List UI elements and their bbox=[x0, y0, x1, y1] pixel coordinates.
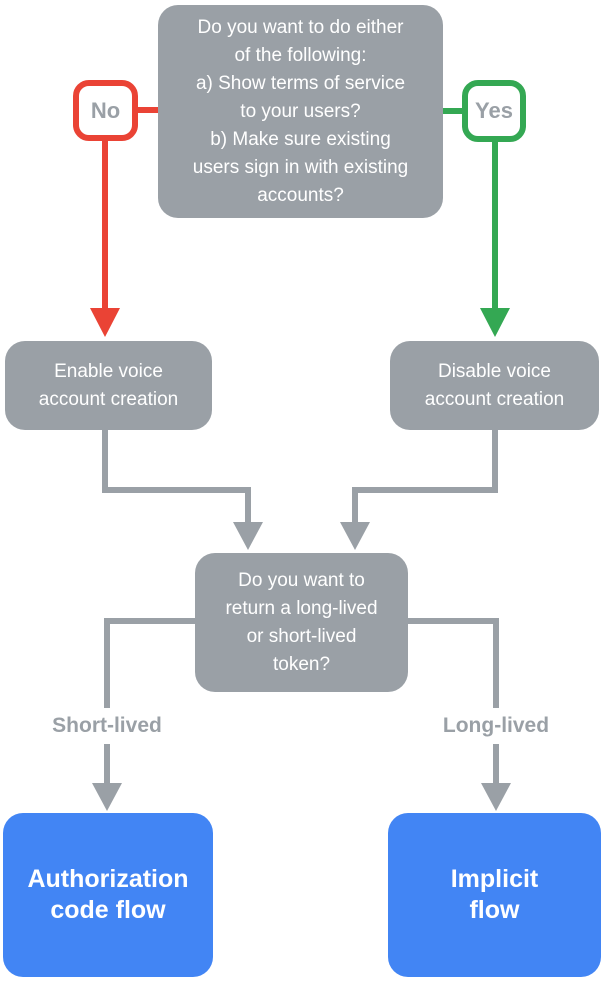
disable-connector-vertical-2 bbox=[352, 487, 358, 522]
node-disable-voice-account-creation: Disable voice account creation bbox=[390, 341, 599, 430]
red-arrow-down-icon bbox=[90, 308, 120, 337]
no-branch-horizontal-line bbox=[138, 107, 158, 113]
disable-connector-horizontal bbox=[352, 487, 498, 493]
short-lived-connector-horizontal bbox=[104, 618, 195, 624]
gray-arrow-down-icon bbox=[481, 783, 511, 811]
gray-arrow-down-icon bbox=[92, 783, 122, 811]
short-lived-connector-vertical bbox=[104, 618, 110, 783]
node-enable-voice-account-creation: Enable voice account creation bbox=[5, 341, 212, 430]
yes-badge: Yes bbox=[462, 80, 526, 142]
gray-arrow-down-icon bbox=[233, 522, 263, 550]
edge-label-short-lived: Short-lived bbox=[22, 708, 192, 744]
long-lived-connector-horizontal bbox=[408, 618, 499, 624]
enable-connector-vertical-2 bbox=[245, 487, 251, 522]
no-badge: No bbox=[73, 80, 138, 141]
gray-arrow-down-icon bbox=[340, 522, 370, 550]
no-branch-vertical-line bbox=[102, 138, 108, 308]
decision-node-question-2: Do you want to return a long-lived or sh… bbox=[195, 553, 408, 692]
enable-connector-vertical-1 bbox=[102, 430, 108, 493]
yes-branch-vertical-line bbox=[492, 139, 498, 308]
yes-branch-horizontal-line bbox=[443, 108, 462, 114]
long-lived-connector-vertical bbox=[493, 618, 499, 783]
decision-node-question-1: Do you want to do either of the followin… bbox=[158, 5, 443, 218]
enable-connector-horizontal bbox=[102, 487, 251, 493]
green-arrow-down-icon bbox=[480, 308, 510, 337]
edge-label-long-lived: Long-lived bbox=[411, 708, 581, 744]
outcome-node-implicit-flow: Implicit flow bbox=[388, 813, 601, 977]
outcome-node-authorization-code-flow: Authorization code flow bbox=[3, 813, 213, 977]
disable-connector-vertical-1 bbox=[492, 430, 498, 493]
